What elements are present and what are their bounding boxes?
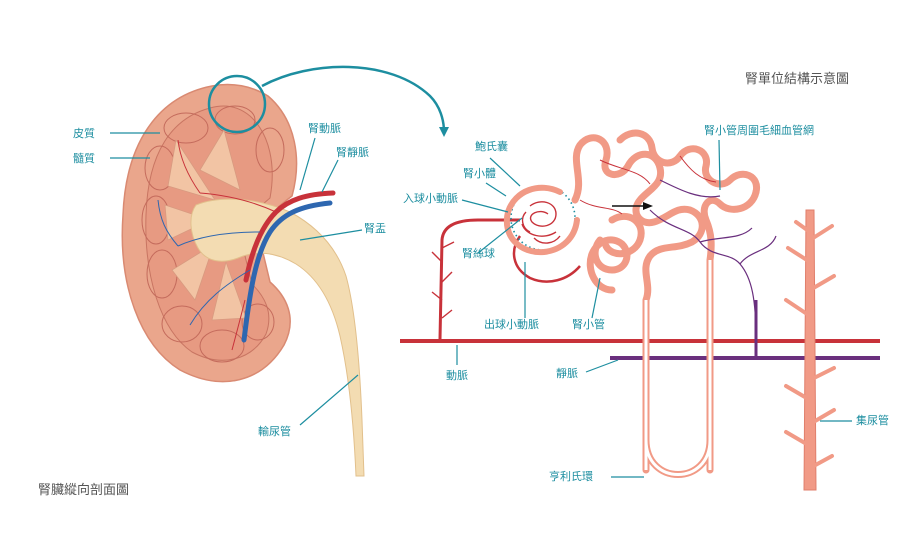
- label-loop-of-henle: 亨利氏環: [549, 470, 593, 483]
- label-glomerulus: 腎絲球: [462, 247, 495, 260]
- label-peritubular-capillaries: 腎小管周圍毛細血管網: [704, 124, 814, 137]
- afferent-arteriole-vessel: [438, 218, 520, 340]
- label-artery: 動脈: [446, 369, 468, 382]
- label-bowmans-capsule: 鮑氏囊: [475, 140, 508, 153]
- label-renal-corpuscle: 腎小體: [463, 167, 496, 180]
- renal-tubule-shape: [571, 129, 761, 474]
- label-renal-pelvis: 腎盂: [364, 222, 386, 235]
- kidney-small-vessels: [157, 139, 277, 351]
- nephron-title: 腎單位結構示意圖: [745, 72, 850, 87]
- label-afferent-arteriole: 入球小動脈: [403, 192, 458, 205]
- label-ureter: 輸尿管: [258, 425, 291, 438]
- label-medulla: 髓質: [73, 152, 95, 165]
- glomerulus-shape: [521, 201, 561, 244]
- peritubular-capillary-red: [579, 155, 717, 215]
- kidney-title: 腎臟縱向剖面圖: [38, 483, 130, 498]
- leader-lines: [110, 132, 852, 478]
- label-renal-vein: 腎靜脈: [336, 146, 369, 159]
- nephron-diagram: [400, 129, 880, 491]
- renal-vein: [241, 200, 333, 343]
- label-vein: 靜脈: [556, 367, 578, 380]
- capsule-wall: [503, 184, 580, 256]
- label-efferent-arteriole: 出球小動脈: [484, 318, 539, 331]
- efferent-arteriole-vessel: [512, 235, 581, 283]
- collecting-duct-branches: [784, 220, 836, 470]
- loop-of-henle-shape: [642, 439, 714, 478]
- afferent-branches: [431, 241, 455, 319]
- label-collecting-duct: 集尿管: [856, 414, 889, 427]
- label-renal-tubule: 腎小管: [572, 318, 605, 331]
- label-renal-artery: 腎動脈: [308, 122, 341, 135]
- zoom-arrow: [261, 65, 449, 137]
- magnify-circle: [207, 74, 267, 134]
- kidney-cross-section: [121, 65, 449, 477]
- label-cortex: 皮質: [73, 127, 95, 140]
- renal-pelvis: [190, 198, 365, 477]
- peritubular-capillary-shape: [649, 179, 777, 341]
